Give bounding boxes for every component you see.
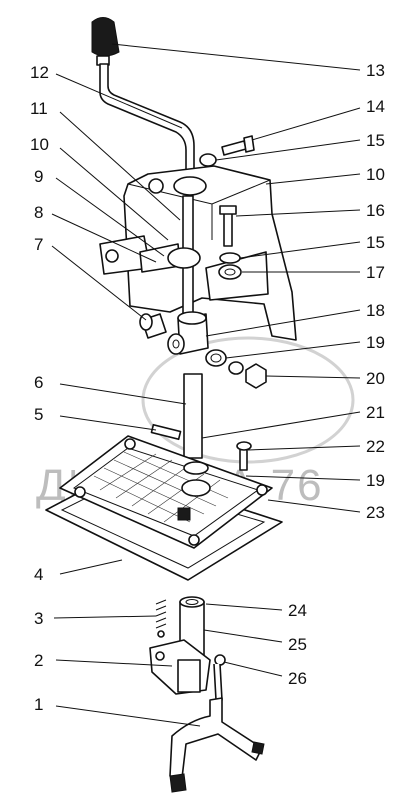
- nut-20: [245, 363, 267, 389]
- callout-4: 4: [34, 565, 43, 584]
- callout-21: 21: [366, 403, 385, 422]
- callout-25: 25: [288, 635, 307, 654]
- fork-head: [149, 639, 211, 695]
- callout-10-right: 10: [366, 165, 385, 184]
- callout-20: 20: [366, 369, 385, 388]
- spring: [155, 599, 167, 638]
- callout-10-left: 10: [30, 135, 49, 154]
- retaining-clip: [213, 654, 226, 701]
- callout-7: 7: [34, 235, 43, 254]
- callout-labels: 13 12 11 10 9 8 7 14 15 10 16 15 17 18 1…: [30, 61, 385, 714]
- pivot-ball: [167, 247, 201, 269]
- locating-pin-7: [139, 313, 167, 339]
- cover-plate: [59, 435, 273, 549]
- callout-14: 14: [366, 97, 385, 116]
- callout-8: 8: [34, 203, 43, 222]
- washer-19-upper-hole: [210, 353, 222, 363]
- callout-11: 11: [30, 99, 48, 118]
- nut-17-bore: [224, 268, 236, 276]
- callout-9: 9: [34, 167, 43, 186]
- callout-15-upper: 15: [366, 131, 385, 150]
- callout-1: 1: [34, 695, 43, 714]
- callout-19-upper: 19: [366, 333, 385, 352]
- lever-sleeve-block: [167, 311, 209, 355]
- callout-22: 22: [366, 437, 385, 456]
- lever-housing: [99, 165, 297, 341]
- callout-3: 3: [34, 609, 43, 628]
- bolt-14: [221, 135, 255, 156]
- shift-fork: [169, 697, 265, 793]
- lock-washer: [228, 361, 244, 375]
- callout-19-lower: 19: [366, 471, 385, 490]
- callout-16: 16: [366, 201, 385, 220]
- shift-shaft: [183, 373, 203, 459]
- leader-lines: [51, 43, 361, 727]
- washer-15-upper: [199, 153, 217, 167]
- lever-knob: [91, 17, 120, 66]
- callout-17: 17: [366, 263, 385, 282]
- pin-5: [150, 423, 182, 441]
- callout-24: 24: [288, 601, 307, 620]
- callout-26: 26: [288, 669, 307, 688]
- callout-15-lower: 15: [366, 233, 385, 252]
- bolt-21: [236, 441, 252, 471]
- callout-12: 12: [30, 63, 49, 82]
- callout-6: 6: [34, 373, 43, 392]
- nut-17: [218, 264, 242, 280]
- bolt-16: [219, 205, 237, 247]
- callout-13: 13: [366, 61, 385, 80]
- washer-19-upper: [205, 349, 227, 367]
- callout-2: 2: [34, 651, 43, 670]
- callout-23: 23: [366, 503, 385, 522]
- callout-18: 18: [366, 301, 385, 320]
- washer-15-lower: [219, 252, 241, 264]
- callout-5: 5: [34, 405, 43, 424]
